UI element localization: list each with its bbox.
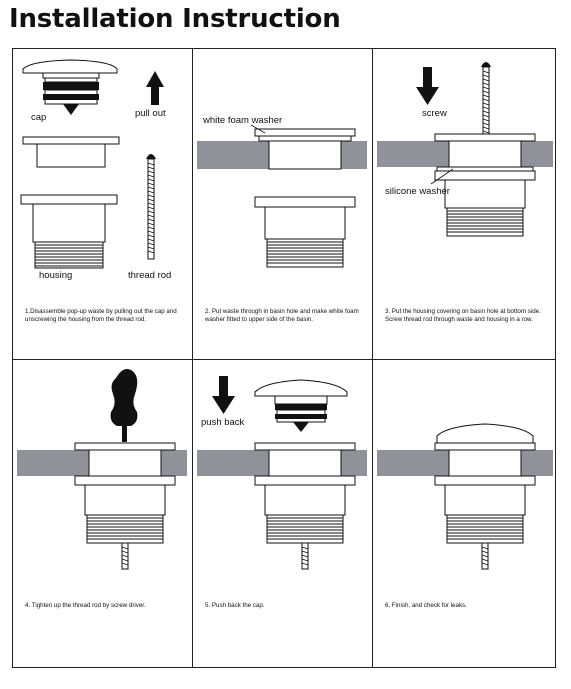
cap-dome: [254, 379, 348, 397]
step-5-panel: push back 5. Push back the cap.: [193, 360, 372, 668]
housing-thread: [266, 514, 344, 544]
step-2-panel: white foam washer 2. Put waste through i…: [193, 49, 372, 359]
label-thread-rod: thread rod: [128, 270, 172, 281]
cap-seal: [43, 82, 99, 90]
thread-rod-head: [481, 62, 491, 67]
step-2-caption: 2. Put waste through in basin hole and m…: [205, 308, 359, 323]
step-1-panel: cap pull out housing thread rod 1.Disass…: [13, 49, 192, 359]
page-title: Installation Instruction: [9, 4, 341, 34]
label-pull-out: pull out: [135, 108, 166, 119]
grid-divider: [372, 49, 373, 667]
label-cap: cap: [31, 112, 47, 123]
step-2-illustration: [197, 124, 367, 268]
waste-flange: [22, 136, 120, 145]
step-1-illustration: [20, 59, 164, 269]
housing-thread: [266, 238, 344, 268]
thread-rod-head: [146, 154, 156, 159]
housing-thread: [446, 207, 524, 237]
housing-body: [444, 179, 526, 209]
step-6-panel: 6. Finish, and check for leaks.: [373, 360, 557, 668]
step-6-illustration: [377, 423, 553, 570]
label-silicone-washer: silicone washer: [385, 186, 450, 197]
step-5-illustration: [197, 376, 367, 570]
label-white-foam-washer: white foam washer: [203, 115, 283, 126]
cap-ring: [42, 72, 100, 79]
grid-divider: [192, 49, 193, 667]
step-4-panel: 4. Tighten up the thread rod by screw dr…: [13, 360, 192, 668]
housing-flange: [20, 194, 118, 205]
instruction-grid: cap pull out housing thread rod 1.Disass…: [12, 48, 556, 668]
housing-thread: [34, 241, 104, 269]
screwdriver-icon: [110, 369, 138, 442]
push-back-arrow-icon: [212, 376, 235, 414]
housing-body: [264, 206, 346, 240]
step-4-caption: 4. Tighten up the thread rod by screw dr…: [25, 602, 146, 609]
grid-divider: [13, 359, 555, 360]
label-screw: screw: [422, 108, 447, 119]
waste-flange: [254, 128, 356, 137]
housing-flange: [74, 475, 176, 486]
step-5-caption: 5. Push back the cap.: [205, 602, 265, 609]
step-3-illustration: [377, 62, 553, 237]
step-3-panel: screw silicone washer 3. Put the housing…: [373, 49, 557, 359]
foam-washer: [258, 135, 352, 142]
cap-pin: [63, 104, 79, 115]
waste-body: [268, 140, 342, 170]
housing-body: [32, 203, 106, 243]
step-3-caption: 3. Put the housing covering on basin hol…: [385, 308, 541, 323]
cap-dome: [22, 59, 118, 74]
label-push-back: push back: [201, 417, 245, 428]
screw-arrow-icon: [416, 67, 439, 105]
step-1-caption: 1.Disassemble pop-up waste by pulling ou…: [25, 308, 177, 323]
housing-flange: [434, 170, 536, 181]
housing-flange: [254, 196, 356, 208]
step-4-illustration: [17, 369, 187, 570]
step-6-caption: 6. Finish, and check for leaks.: [385, 602, 467, 609]
pull-out-arrow-icon: [146, 71, 164, 105]
housing-thread: [86, 514, 164, 544]
label-housing: housing: [39, 270, 73, 281]
housing-thread: [446, 514, 524, 544]
cap-dome: [436, 423, 534, 444]
